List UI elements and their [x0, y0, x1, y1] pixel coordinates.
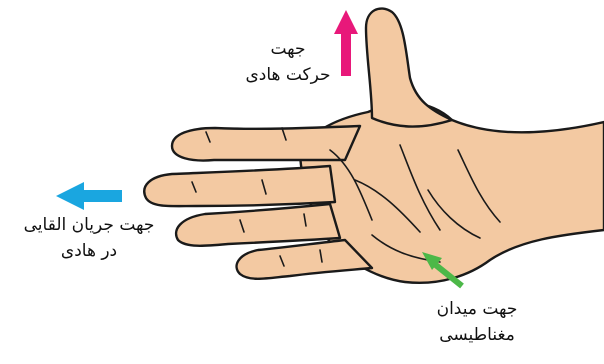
field-label-line1: جهت میدان: [412, 296, 542, 322]
current-label-line2: در هادی: [4, 238, 174, 264]
field-label-line2: مغناطیسی: [412, 322, 542, 348]
current-direction-label: جهت جریان القایی در هادی: [4, 212, 174, 264]
field-direction-label: جهت میدان مغناطیسی: [412, 296, 542, 348]
motion-label-line2: حرکت هادی: [228, 62, 348, 88]
ring-finger: [176, 204, 340, 246]
motion-direction-label: جهت حرکت هادی: [228, 36, 348, 88]
middle-finger: [144, 166, 335, 206]
index-finger: [172, 126, 360, 160]
current-direction-arrow: [56, 182, 122, 210]
little-finger: [237, 240, 372, 279]
motion-label-line1: جهت: [228, 36, 348, 62]
thumb: [366, 9, 452, 127]
current-label-line1: جهت جریان القایی: [4, 212, 174, 238]
